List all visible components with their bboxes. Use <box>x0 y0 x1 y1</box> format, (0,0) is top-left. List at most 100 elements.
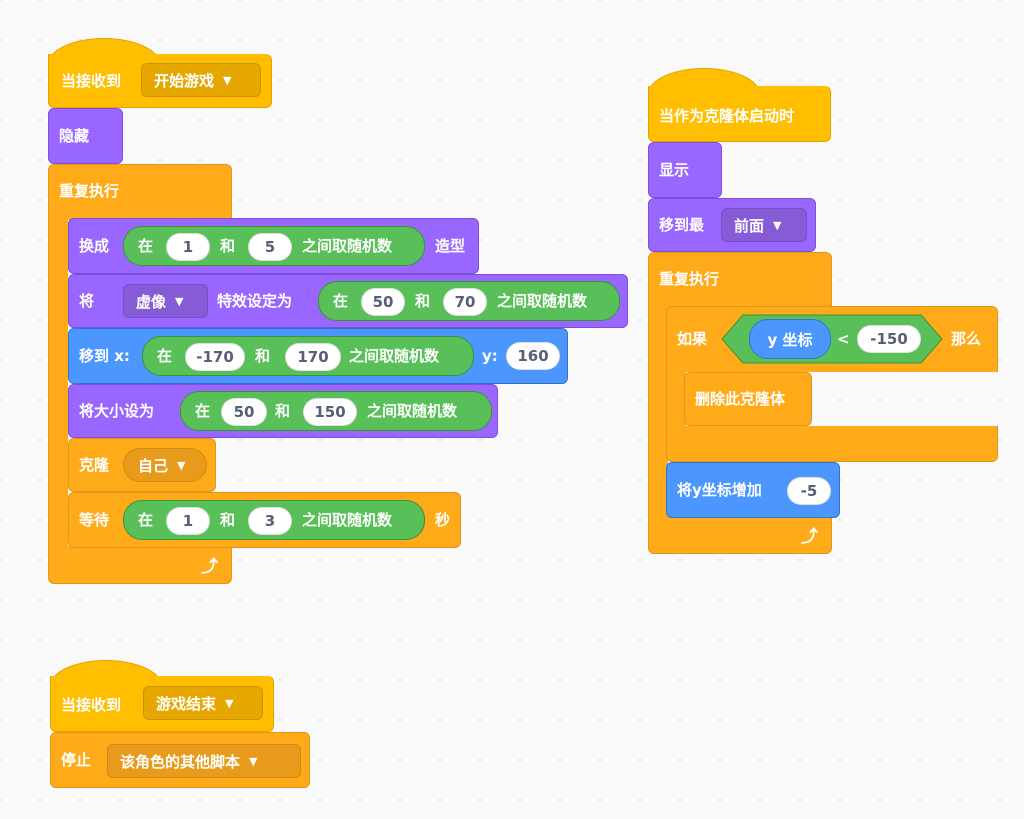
operator-symbol: < <box>837 330 850 348</box>
change-y-block[interactable]: 将y坐标增加 -5 <box>666 462 840 518</box>
forever-arm <box>648 306 668 518</box>
block-label: 重复执行 <box>659 270 720 288</box>
block-label: 移到 x: <box>79 347 130 365</box>
stop-option-dropdown[interactable]: 该角色的其他脚本 ▼ <box>107 744 301 778</box>
chevron-down-icon: ▼ <box>175 294 184 308</box>
dropdown-value: 自己 <box>138 456 169 475</box>
block-label: y: <box>482 347 498 365</box>
layer-dropdown[interactable]: 前面 ▼ <box>721 208 807 242</box>
dropdown-value: 开始游戏 <box>154 71 215 90</box>
random-from-input[interactable]: 1 <box>166 233 210 261</box>
block-label: 当接收到 <box>61 696 122 714</box>
reporter-label: 之间取随机数 <box>302 237 393 255</box>
clone-target-dropdown[interactable]: 自己 ▼ <box>123 448 207 482</box>
reporter-label: 在 <box>157 347 173 365</box>
hide-block[interactable]: 隐藏 <box>48 108 123 164</box>
random-from-input[interactable]: 1 <box>166 507 210 535</box>
reporter-label: 在 <box>138 511 154 529</box>
block-label: 换成 <box>79 237 110 255</box>
reporter-label: 和 <box>275 402 291 420</box>
block-label: 如果 <box>677 330 708 348</box>
dropdown-value: 游戏结束 <box>156 694 217 713</box>
reporter-label: 和 <box>415 292 431 310</box>
random-from-input[interactable]: -170 <box>185 343 245 371</box>
message-dropdown[interactable]: 游戏结束 ▼ <box>143 686 263 720</box>
pick-random-reporter[interactable]: 在 50 和 150 之间取随机数 <box>180 391 492 431</box>
block-label: 移到最 <box>659 216 705 234</box>
random-to-input[interactable]: 3 <box>248 507 292 535</box>
when-i-receive-block[interactable]: 当接收到 游戏结束 ▼ <box>50 676 274 732</box>
reporter-label: 和 <box>220 511 236 529</box>
chevron-down-icon: ▼ <box>773 218 782 232</box>
random-to-input[interactable]: 70 <box>443 288 487 316</box>
block-label: 特效设定为 <box>217 292 293 310</box>
when-i-receive-block[interactable]: 当接收到 开始游戏 ▼ <box>48 54 272 108</box>
pick-random-reporter[interactable]: 在 1 和 3 之间取随机数 <box>123 500 425 540</box>
block-label: 当接收到 <box>61 72 122 90</box>
dropdown-value: 虚像 <box>136 292 167 311</box>
random-to-input[interactable]: 150 <box>303 398 357 426</box>
wait-block[interactable]: 等待 在 1 和 3 之间取随机数 秒 <box>68 492 461 548</box>
set-size-block[interactable]: 将大小设为 在 50 和 150 之间取随机数 <box>68 384 498 438</box>
if-bottom <box>666 426 998 462</box>
go-to-layer-block[interactable]: 移到最 前面 ▼ <box>648 198 816 252</box>
chevron-down-icon: ▼ <box>223 73 232 87</box>
create-clone-block[interactable]: 克隆 自己 ▼ <box>68 438 216 492</box>
reporter-label: 之间取随机数 <box>367 402 458 420</box>
reporter-label: y 坐标 <box>767 330 813 349</box>
reporter-label: 之间取随机数 <box>497 292 588 310</box>
random-to-input[interactable]: 5 <box>248 233 292 261</box>
loop-arrow-icon: ⤴ <box>201 557 218 577</box>
block-label: 重复执行 <box>59 182 120 200</box>
chevron-down-icon: ▼ <box>225 696 234 710</box>
reporter-label: 在 <box>138 237 154 255</box>
stop-block[interactable]: 停止 该角色的其他脚本 ▼ <box>50 732 310 788</box>
random-to-input[interactable]: 170 <box>285 343 341 371</box>
pick-random-reporter[interactable]: 在 50 和 70 之间取随机数 <box>318 281 620 321</box>
block-label: 造型 <box>435 237 466 255</box>
forever-block[interactable]: 重复执行 <box>648 252 832 308</box>
block-label: 秒 <box>435 511 451 529</box>
block-label: 那么 <box>951 330 982 348</box>
random-from-input[interactable]: 50 <box>221 398 267 426</box>
reporter-label: 之间取随机数 <box>349 347 440 365</box>
block-label: 克隆 <box>79 456 110 474</box>
block-label: 等待 <box>79 511 110 529</box>
block-label: 停止 <box>61 751 92 769</box>
chevron-down-icon: ▼ <box>249 754 258 768</box>
block-label: 显示 <box>659 161 690 179</box>
when-start-as-clone-block[interactable]: 当作为克隆体启动时 <box>648 86 831 142</box>
pick-random-reporter[interactable]: 在 1 和 5 之间取随机数 <box>123 226 425 266</box>
change-y-input[interactable]: -5 <box>787 477 831 505</box>
show-block[interactable]: 显示 <box>648 142 722 198</box>
reporter-label: 之间取随机数 <box>302 511 393 529</box>
set-effect-block[interactable]: 将 虚像 ▼ 特效设定为 在 50 和 70 之间取随机数 <box>68 274 628 328</box>
switch-costume-block[interactable]: 换成 在 1 和 5 之间取随机数 造型 <box>68 218 479 274</box>
block-label: 当作为克隆体启动时 <box>659 107 795 125</box>
dropdown-value: 该角色的其他脚本 <box>120 752 241 771</box>
block-label: 删除此克隆体 <box>695 390 786 408</box>
compare-value-input[interactable]: -150 <box>857 325 921 353</box>
forever-bottom: ⤴ <box>48 546 232 584</box>
message-dropdown[interactable]: 开始游戏 ▼ <box>141 63 261 97</box>
loop-arrow-icon: ⤴ <box>801 527 818 547</box>
y-input[interactable]: 160 <box>506 342 560 370</box>
y-position-reporter[interactable]: y 坐标 <box>749 319 831 359</box>
pick-random-reporter[interactable]: 在 -170 和 170 之间取随机数 <box>142 336 474 376</box>
effect-dropdown[interactable]: 虚像 ▼ <box>123 284 208 318</box>
delete-clone-block[interactable]: 删除此克隆体 <box>684 372 812 426</box>
go-to-xy-block[interactable]: 移到 x: 在 -170 和 170 之间取随机数 y: 160 <box>68 328 568 384</box>
forever-block[interactable]: 重复执行 <box>48 164 232 220</box>
block-label: 将y坐标增加 <box>677 481 762 499</box>
chevron-down-icon: ▼ <box>177 458 186 472</box>
reporter-label: 在 <box>195 402 211 420</box>
block-label: 将 <box>79 292 95 310</box>
random-from-input[interactable]: 50 <box>361 288 405 316</box>
block-label: 隐藏 <box>59 127 90 145</box>
reporter-label: 在 <box>333 292 349 310</box>
if-arm <box>666 370 686 428</box>
reporter-label: 和 <box>220 237 236 255</box>
reporter-label: 和 <box>255 347 271 365</box>
if-block[interactable]: 如果 y 坐标 < -150 那么 <box>666 306 998 372</box>
block-label: 将大小设为 <box>79 402 155 420</box>
